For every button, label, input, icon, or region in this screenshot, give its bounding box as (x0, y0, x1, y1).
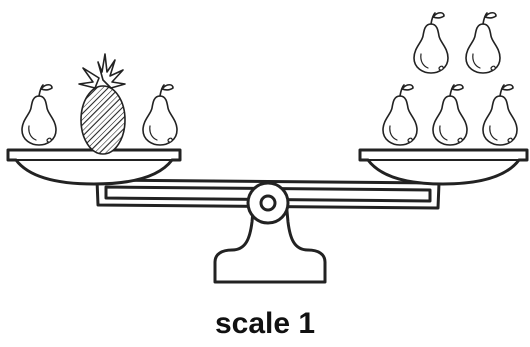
pear-icon (432, 83, 468, 146)
pear-icon (382, 83, 418, 146)
pear-icon (142, 83, 178, 146)
pear-icon (482, 83, 518, 146)
pineapple-icon (78, 53, 126, 155)
scale-beam (95, 178, 441, 210)
pivot-pin (259, 194, 277, 212)
left-pan (6, 148, 182, 186)
pear-icon (413, 11, 449, 74)
right-pan (358, 148, 529, 186)
pear-icon (465, 11, 501, 74)
pear-icon (21, 83, 57, 146)
scale-caption: scale 1 (214, 307, 316, 340)
